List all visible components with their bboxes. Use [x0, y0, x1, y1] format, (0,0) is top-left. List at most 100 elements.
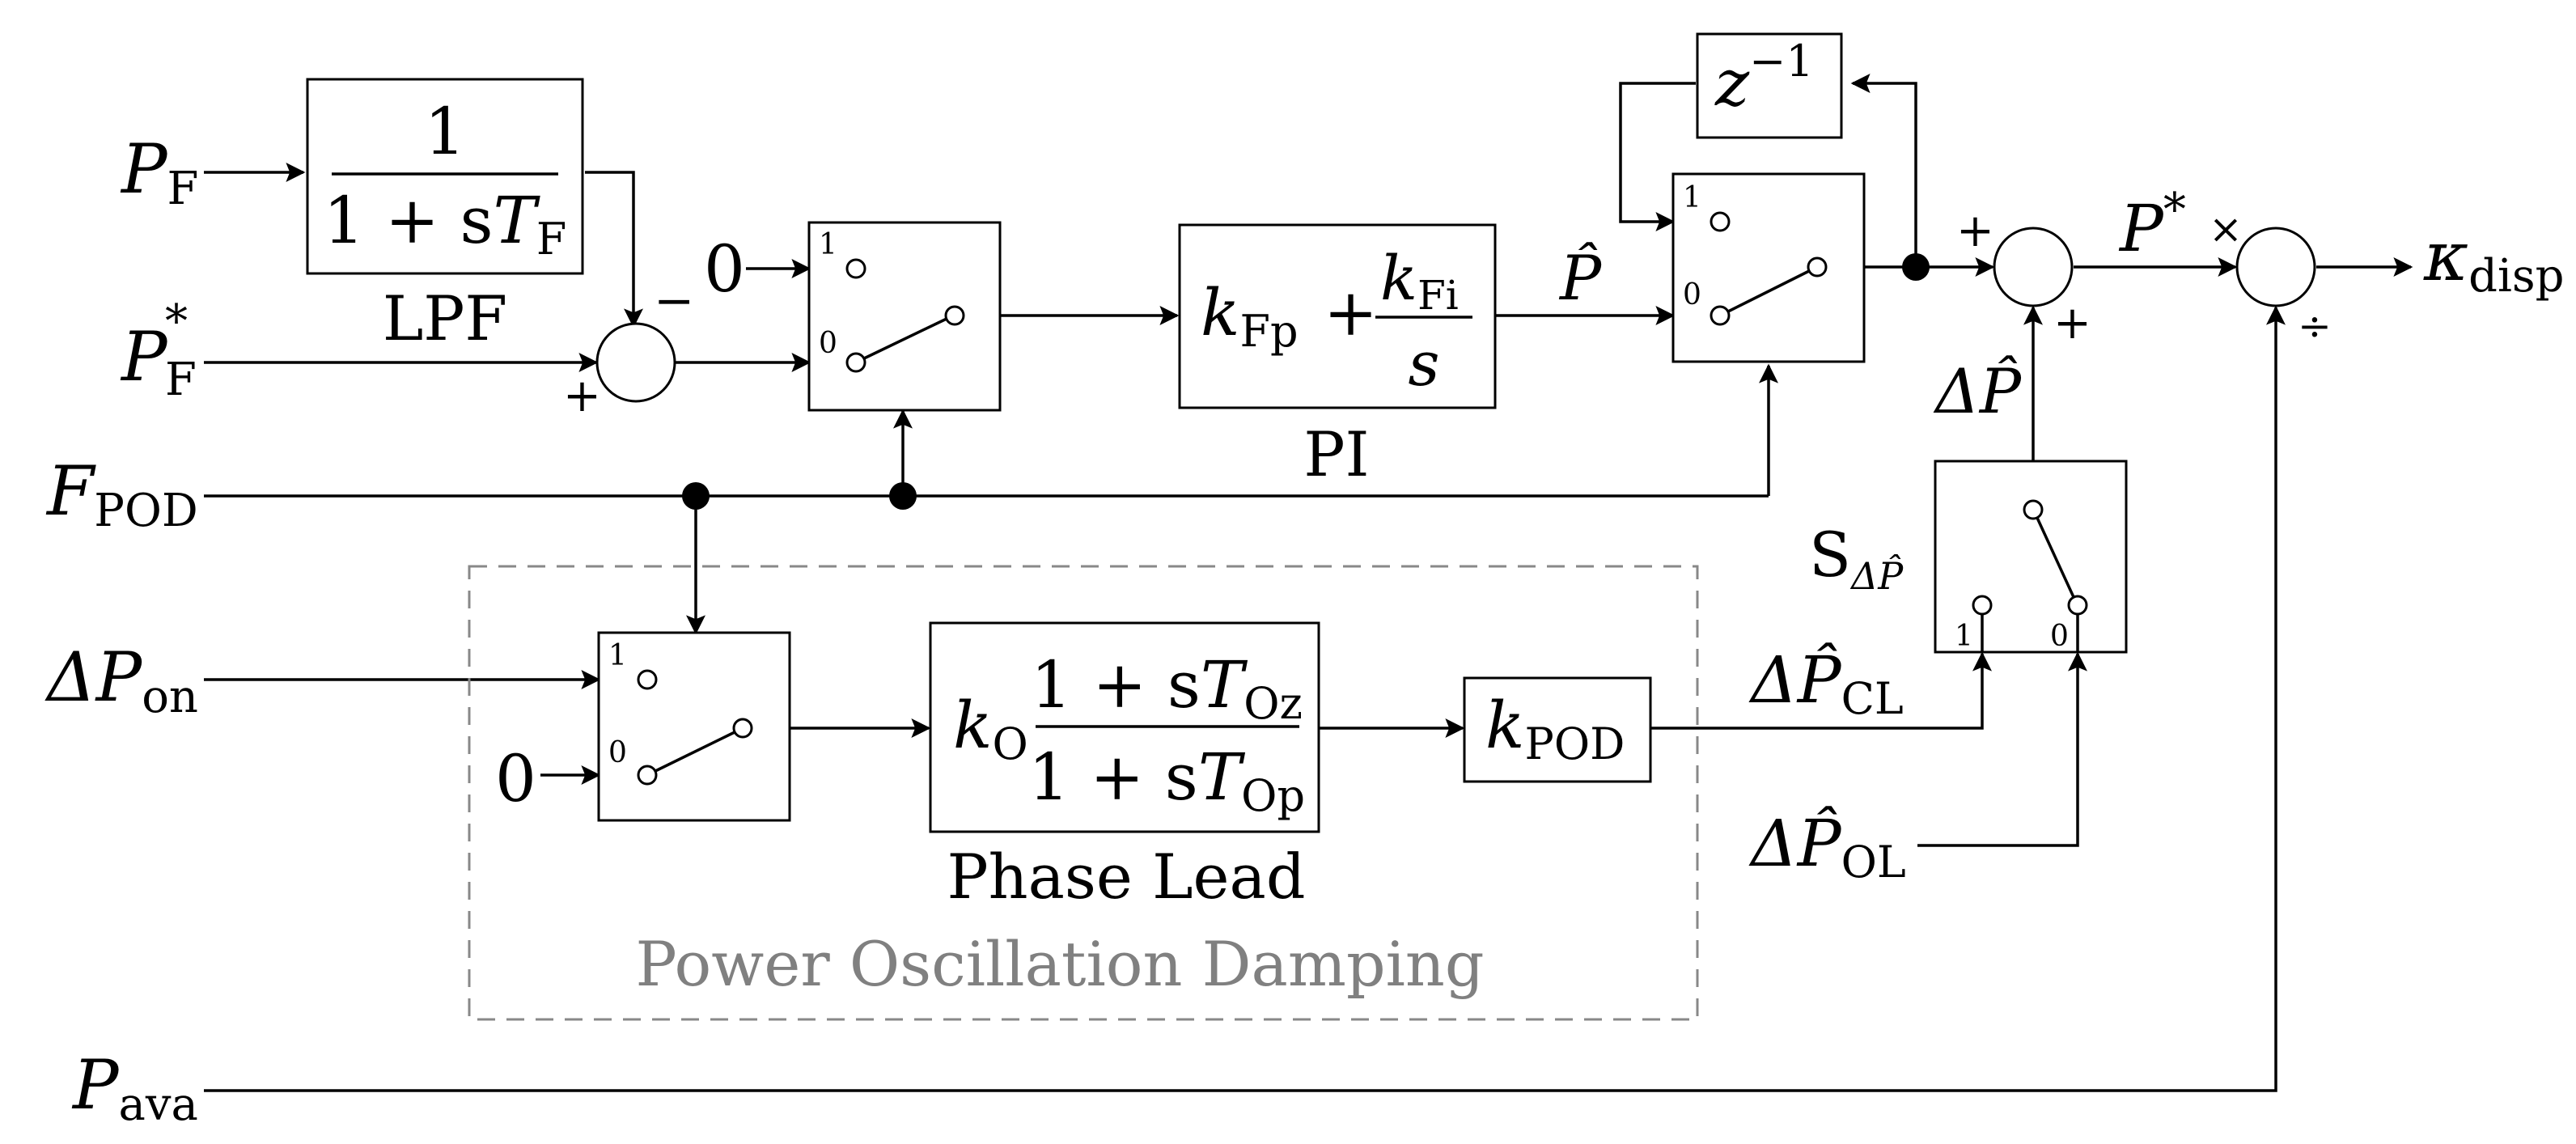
- pi-num-k: k: [1380, 242, 1417, 314]
- svg-text:kFi: kFi: [1380, 242, 1459, 319]
- phase-lead-label: Phase Lead: [947, 841, 1306, 913]
- svg-text:kFp: kFp: [1201, 275, 1299, 357]
- zero-input-sw3: 0: [495, 741, 536, 816]
- fpod-base: F: [45, 451, 96, 531]
- lpf-den-sub: F: [536, 214, 566, 265]
- input-pava: Pava: [71, 1045, 198, 1131]
- pi-label: PI: [1303, 418, 1369, 490]
- sum1-minus-sign: −: [654, 273, 694, 329]
- summing-junction-2: + +: [1956, 205, 2091, 350]
- svg-text:κdisp: κdisp: [2423, 217, 2564, 303]
- sw2-pos0-label: 0: [1683, 278, 1701, 311]
- divider-junction: × ÷: [2209, 205, 2332, 350]
- pi-plus: +: [1324, 275, 1378, 350]
- svg-text:P*: P*: [2118, 184, 2186, 266]
- pi-num-sub: Fi: [1417, 272, 1459, 319]
- svg-text:1 + sTF: 1 + sTF: [324, 183, 567, 265]
- svg-text:FPOD: FPOD: [45, 451, 198, 537]
- pl-num-sub: Oz: [1244, 678, 1303, 729]
- svg-text:1 + sTOp: 1 + sTOp: [1028, 739, 1305, 821]
- svg-text:1 + sTOz: 1 + sTOz: [1031, 647, 1303, 729]
- sw3-pos0-label: 0: [608, 736, 627, 769]
- kpod-base: k: [1485, 688, 1524, 763]
- dp-on-base: ΔP: [44, 638, 143, 717]
- pi-k-sub: Fp: [1239, 306, 1298, 357]
- lpf-den-a: 1 + s: [324, 183, 494, 258]
- pl-den-T: T: [1198, 739, 1246, 815]
- svg-text:kO: kO: [953, 688, 1028, 769]
- summing-junction-1: − +: [563, 273, 694, 422]
- input-fpod: FPOD: [45, 451, 198, 537]
- svg-text:PF: PF: [120, 129, 198, 215]
- junction-dot: [889, 482, 917, 510]
- svg-text:z−1: z−1: [1714, 36, 1814, 121]
- sw3-pos1-label: 1: [608, 639, 627, 672]
- switch-1: 1 0: [807, 221, 1002, 412]
- pl-den-sub: Op: [1241, 770, 1305, 821]
- delay-base: z: [1714, 45, 1750, 121]
- kpod-block: kPOD: [1463, 676, 1652, 783]
- pf-base: P: [120, 129, 168, 209]
- kpod-sub: POD: [1524, 718, 1625, 769]
- pi-den: s: [1408, 328, 1439, 400]
- sw4-name: S: [1809, 519, 1851, 591]
- delay-block: z−1: [1696, 32, 1843, 139]
- signal-dp-cl-sub: CL: [1841, 673, 1904, 724]
- pod-region-border: [468, 565, 1699, 1021]
- input-dp-on: ΔPon: [44, 638, 198, 723]
- signal-p-star-base: P: [2118, 191, 2164, 266]
- sw2-pos1-label: 1: [1683, 181, 1701, 214]
- pl-k: k: [953, 688, 992, 763]
- sw4-name-sub: ΔP̂: [1849, 554, 1904, 598]
- lpf-block: 1 1 + sTF: [306, 78, 584, 275]
- pi-k: k: [1201, 275, 1239, 350]
- div-divide-sign: ÷: [2298, 303, 2332, 350]
- pl-den-a: 1 + s: [1028, 739, 1198, 815]
- junction-dots: [682, 253, 1930, 510]
- signal-p-star-sup: *: [2163, 184, 2186, 236]
- switch-4: 1 0: [1934, 460, 2128, 654]
- lpf-numerator: 1: [425, 94, 466, 169]
- sw4-pos1-label: 1: [1955, 620, 1973, 653]
- sum2-plus-bottom: +: [2053, 297, 2091, 350]
- dp-on-sub: on: [142, 671, 198, 723]
- input-pf-star: P * F: [120, 295, 197, 406]
- pl-k-sub: O: [992, 718, 1027, 769]
- div-times-sign: ×: [2209, 205, 2243, 252]
- pi-block: kFp + kFi s: [1178, 223, 1497, 409]
- pf-star-sup: *: [165, 295, 188, 348]
- svg-text:ΔP̂OL: ΔP̂OL: [1748, 804, 1906, 888]
- switch-3: 1 0: [597, 631, 791, 822]
- pava-base: P: [71, 1045, 120, 1125]
- pf-star-sub: F: [165, 354, 197, 406]
- phase-lead-block: kO 1 + sTOz 1 + sTOp: [929, 621, 1320, 833]
- input-pf: PF: [120, 129, 198, 215]
- signal-dp-ol-sub: OL: [1841, 837, 1906, 888]
- svg-text:kPOD: kPOD: [1485, 688, 1625, 769]
- svg-text:ΔPon: ΔPon: [44, 638, 198, 723]
- sum1-plus-sign: +: [563, 370, 601, 422]
- junction-dot: [1902, 253, 1930, 281]
- sw1-pos1-label: 1: [819, 228, 837, 261]
- junction-dot: [682, 482, 710, 510]
- signal-kappa-sub: disp: [2468, 250, 2564, 303]
- svg-text:Pava: Pava: [71, 1045, 198, 1131]
- pf-star-base: P: [120, 317, 168, 396]
- zero-input-sw1: 0: [704, 231, 745, 307]
- pava-sub: ava: [119, 1078, 198, 1131]
- sw1-pos0-label: 0: [819, 327, 837, 360]
- svg-text:SΔP̂: SΔP̂: [1809, 519, 1904, 598]
- sum2-plus-left: +: [1956, 205, 1994, 257]
- delay-sup: −1: [1749, 36, 1814, 87]
- lpf-label: LPF: [383, 282, 507, 354]
- sw4-pos0-label: 0: [2050, 620, 2069, 653]
- lpf-den-T: T: [494, 183, 541, 258]
- signal-dp-ol-base: ΔP̂: [1748, 804, 1842, 881]
- switch-2: 1 0: [1671, 172, 1866, 363]
- signal-p-hat: P̂: [1558, 242, 1603, 314]
- signal-dp-hat: ΔP̂: [1933, 355, 2023, 427]
- pod-region-label: Power Oscillation Damping: [635, 928, 1484, 1000]
- fpod-sub: POD: [94, 485, 198, 537]
- pf-sub: F: [167, 163, 199, 215]
